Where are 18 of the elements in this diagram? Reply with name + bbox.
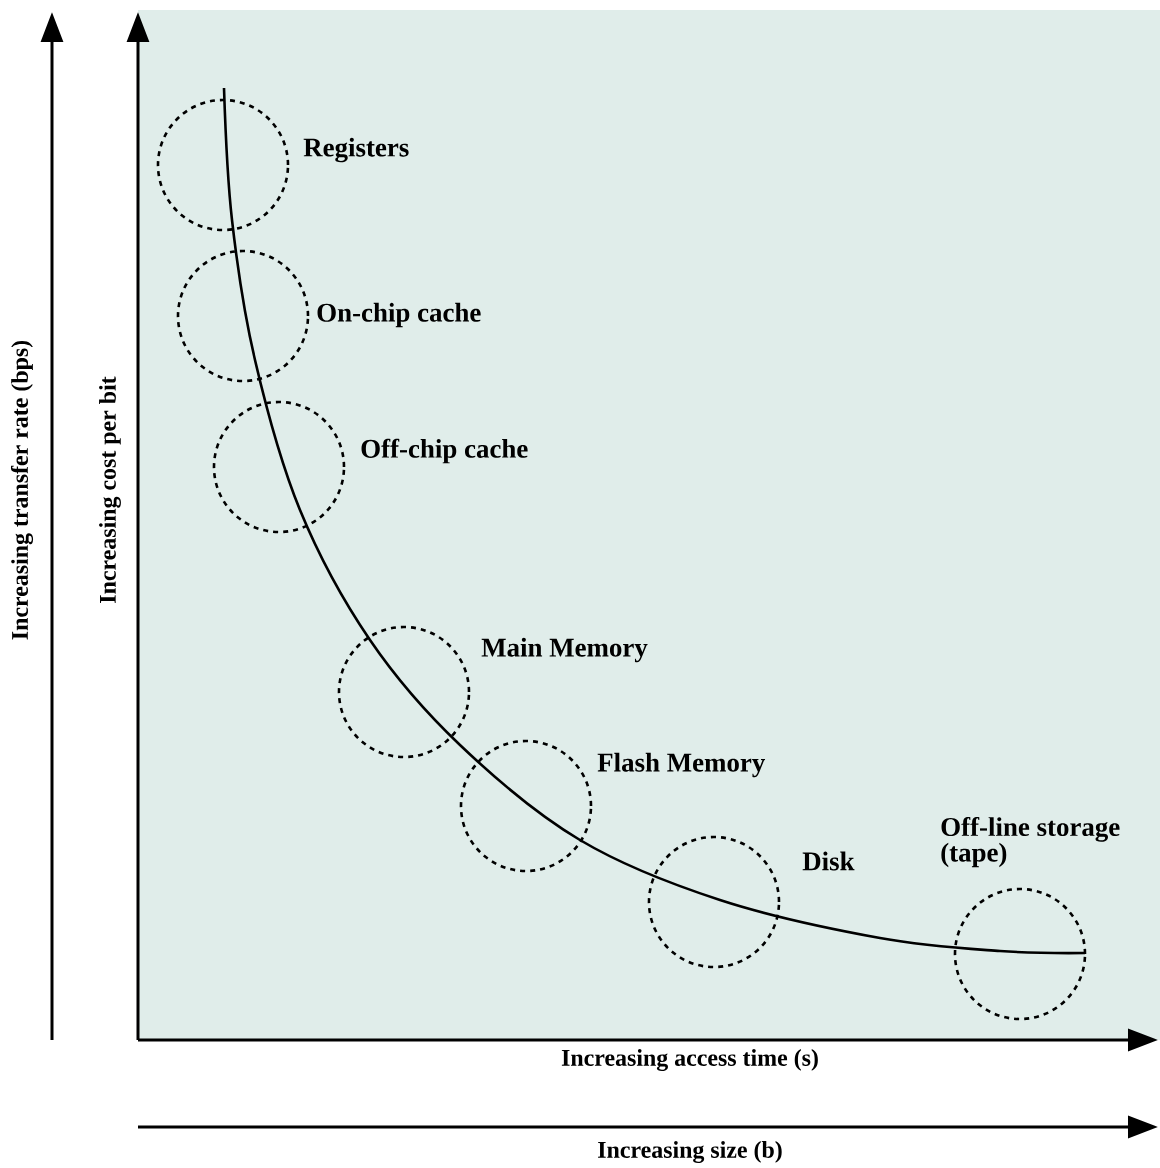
memory-label: On-chip cache [317, 302, 481, 328]
dashed-circle [176, 249, 310, 383]
dashed-circle [156, 98, 290, 232]
dashed-circle [212, 400, 346, 534]
memory-label: Flash Memory [597, 752, 766, 778]
axis-label: Increasing cost per bit [99, 376, 121, 603]
dashed-circle [953, 887, 1087, 1021]
axis-label: Increasing size (b) [598, 1141, 782, 1163]
memory-label: Main Memory [481, 637, 648, 663]
memory-label: Registers [303, 137, 409, 163]
dashed-circle [459, 739, 593, 873]
axis-label: Increasing access time (s) [561, 1049, 818, 1071]
dashed-circle [337, 625, 471, 759]
memory-label: Off-chip cache [361, 438, 528, 464]
memory-label: Off-line storage (tape) [941, 816, 1120, 868]
dashed-circle [647, 835, 781, 969]
axis-label: Increasing transfer rate (bps) [10, 340, 34, 640]
memory-label: Disk [802, 851, 855, 871]
